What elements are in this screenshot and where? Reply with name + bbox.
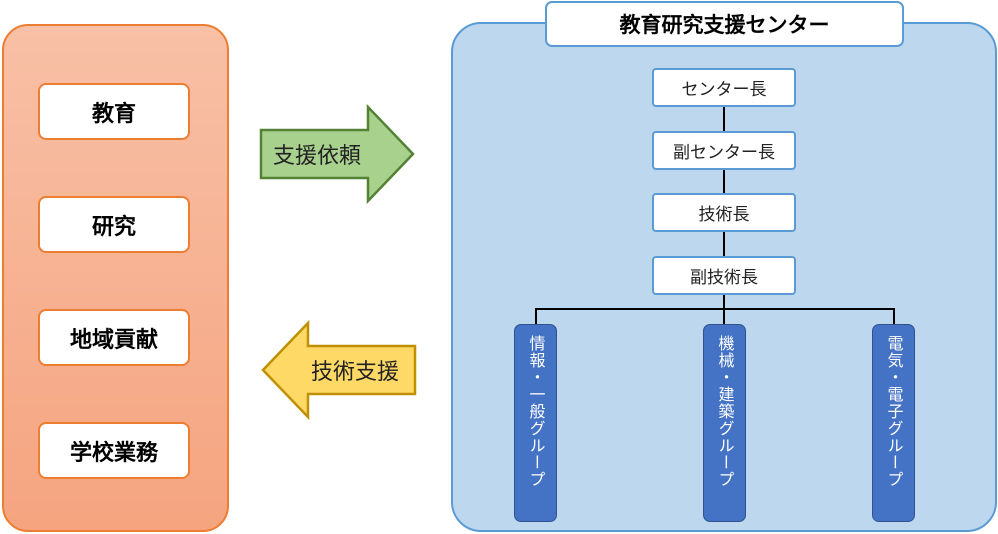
technical-support-label: 技術支援 — [310, 360, 399, 385]
role-deputy-chief-technician: 副技術長 — [652, 256, 796, 295]
support-request-label: 支援依頼 — [272, 144, 361, 169]
left-item-research: 研究 — [38, 196, 190, 253]
group-electrical-electronic: 電気・電子グループ — [872, 324, 915, 522]
group-info-general: 情報・一般グループ — [514, 324, 557, 522]
technical-support-arrow — [261, 320, 417, 420]
left-item-school-affairs: 学校業務 — [38, 422, 190, 479]
connector-line — [723, 295, 725, 309]
connector-line — [535, 308, 537, 325]
connector-line — [723, 107, 725, 132]
left-item-regional-contribution: 地域貢献 — [38, 309, 190, 366]
group-mechanical-architecture: 機械・建築グループ — [703, 324, 746, 522]
connector-line — [723, 232, 725, 257]
group-label: 電気・電子グループ — [884, 335, 904, 488]
connector-line — [893, 308, 895, 325]
group-label: 情報・一般グループ — [526, 335, 546, 488]
connector-line — [723, 170, 725, 195]
role-center-director: センター長 — [652, 68, 796, 107]
center-title: 教育研究支援センター — [545, 1, 904, 47]
role-deputy-center-director: 副センター長 — [652, 131, 796, 170]
role-chief-technician: 技術長 — [652, 193, 796, 232]
group-label: 機械・建築グループ — [715, 335, 735, 488]
support-request-arrow — [259, 104, 415, 204]
connector-line — [723, 308, 725, 325]
branch-line — [535, 308, 895, 310]
left-item-education: 教育 — [38, 83, 190, 140]
